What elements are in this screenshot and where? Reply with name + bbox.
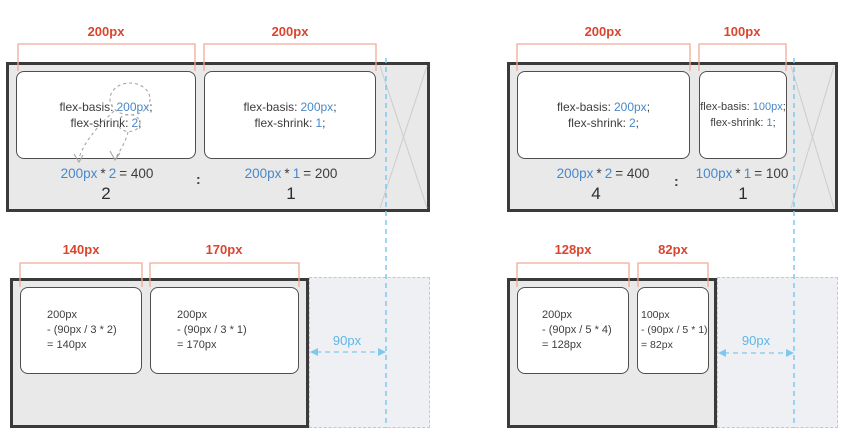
flex-item-result: 200px - (90px / 3 * 2) = 140px [20, 287, 142, 374]
overflow-area [309, 277, 430, 428]
flex-item-result: 100px - (90px / 5 * 1) = 82px [637, 287, 709, 374]
measurement-label: 128px [554, 242, 592, 257]
calc-line: 200px [542, 309, 572, 321]
calc-line: = 170px [177, 339, 217, 351]
measurement-label: 200px [87, 24, 125, 39]
calc-line: = 140px [47, 339, 87, 351]
css-declaration: flex-basis:200px; [59, 100, 153, 114]
calc-line: - (90px / 3 * 2) [47, 324, 117, 336]
flex-item: flex-basis:200px; flex-shrink:2; [16, 71, 196, 159]
measurement-label: 100px [723, 24, 761, 39]
calc-line: - (90px / 5 * 4) [542, 324, 612, 336]
ratio-separator: : [674, 173, 679, 189]
measurement-label: 82px [658, 242, 688, 257]
css-declaration: flex-basis:200px; [556, 100, 651, 114]
measurement-label: 200px [584, 24, 622, 39]
measurement-label: 170px [205, 242, 243, 257]
calc-line: - (90px / 3 * 1) [177, 324, 247, 336]
ratio-separator: : [196, 171, 201, 187]
css-declaration: flex-shrink:1; [254, 116, 326, 130]
flex-item: flex-basis:200px; flex-shrink:2; [517, 71, 690, 159]
flex-item: flex-basis:200px; flex-shrink:1; [204, 71, 376, 159]
calc-line: = 82px [641, 339, 673, 351]
css-declaration: flex-basis:100px; [700, 101, 786, 113]
ratio-value: 1 [286, 184, 296, 203]
calc-line: 200px [47, 309, 77, 321]
shrink-formula: 200px*1= 200 [244, 166, 338, 181]
overflow-size-label: 90px [332, 333, 362, 348]
overflow-area [717, 277, 838, 428]
flex-item-result: 200px - (90px / 5 * 4) = 128px [517, 287, 629, 374]
measurement-label: 140px [62, 242, 100, 257]
calc-line: - (90px / 5 * 1) [641, 324, 708, 336]
overflow-size-label: 90px [741, 333, 771, 348]
calc-line: 100px [641, 309, 670, 321]
calc-line: = 128px [542, 339, 582, 351]
ratio-value: 2 [101, 184, 111, 203]
flex-item-result: 200px - (90px / 3 * 1) = 170px [150, 287, 299, 374]
calc-line: 200px [177, 309, 207, 321]
ratio-value: 4 [591, 184, 601, 203]
css-declaration: flex-shrink:2; [70, 116, 142, 130]
shrink-formula: 200px*2= 400 [60, 166, 154, 181]
shrink-formula: 100px*1= 100 [695, 166, 789, 181]
ratio-value: 1 [738, 184, 748, 203]
css-declaration: flex-shrink:1; [710, 117, 776, 129]
css-declaration: flex-basis:200px; [243, 100, 337, 114]
css-declaration: flex-shrink:2; [567, 116, 640, 130]
shrink-formula: 200px*2= 400 [556, 166, 650, 181]
flex-item: flex-basis:100px; flex-shrink:1; [699, 71, 787, 159]
measurement-label: 200px [271, 24, 309, 39]
